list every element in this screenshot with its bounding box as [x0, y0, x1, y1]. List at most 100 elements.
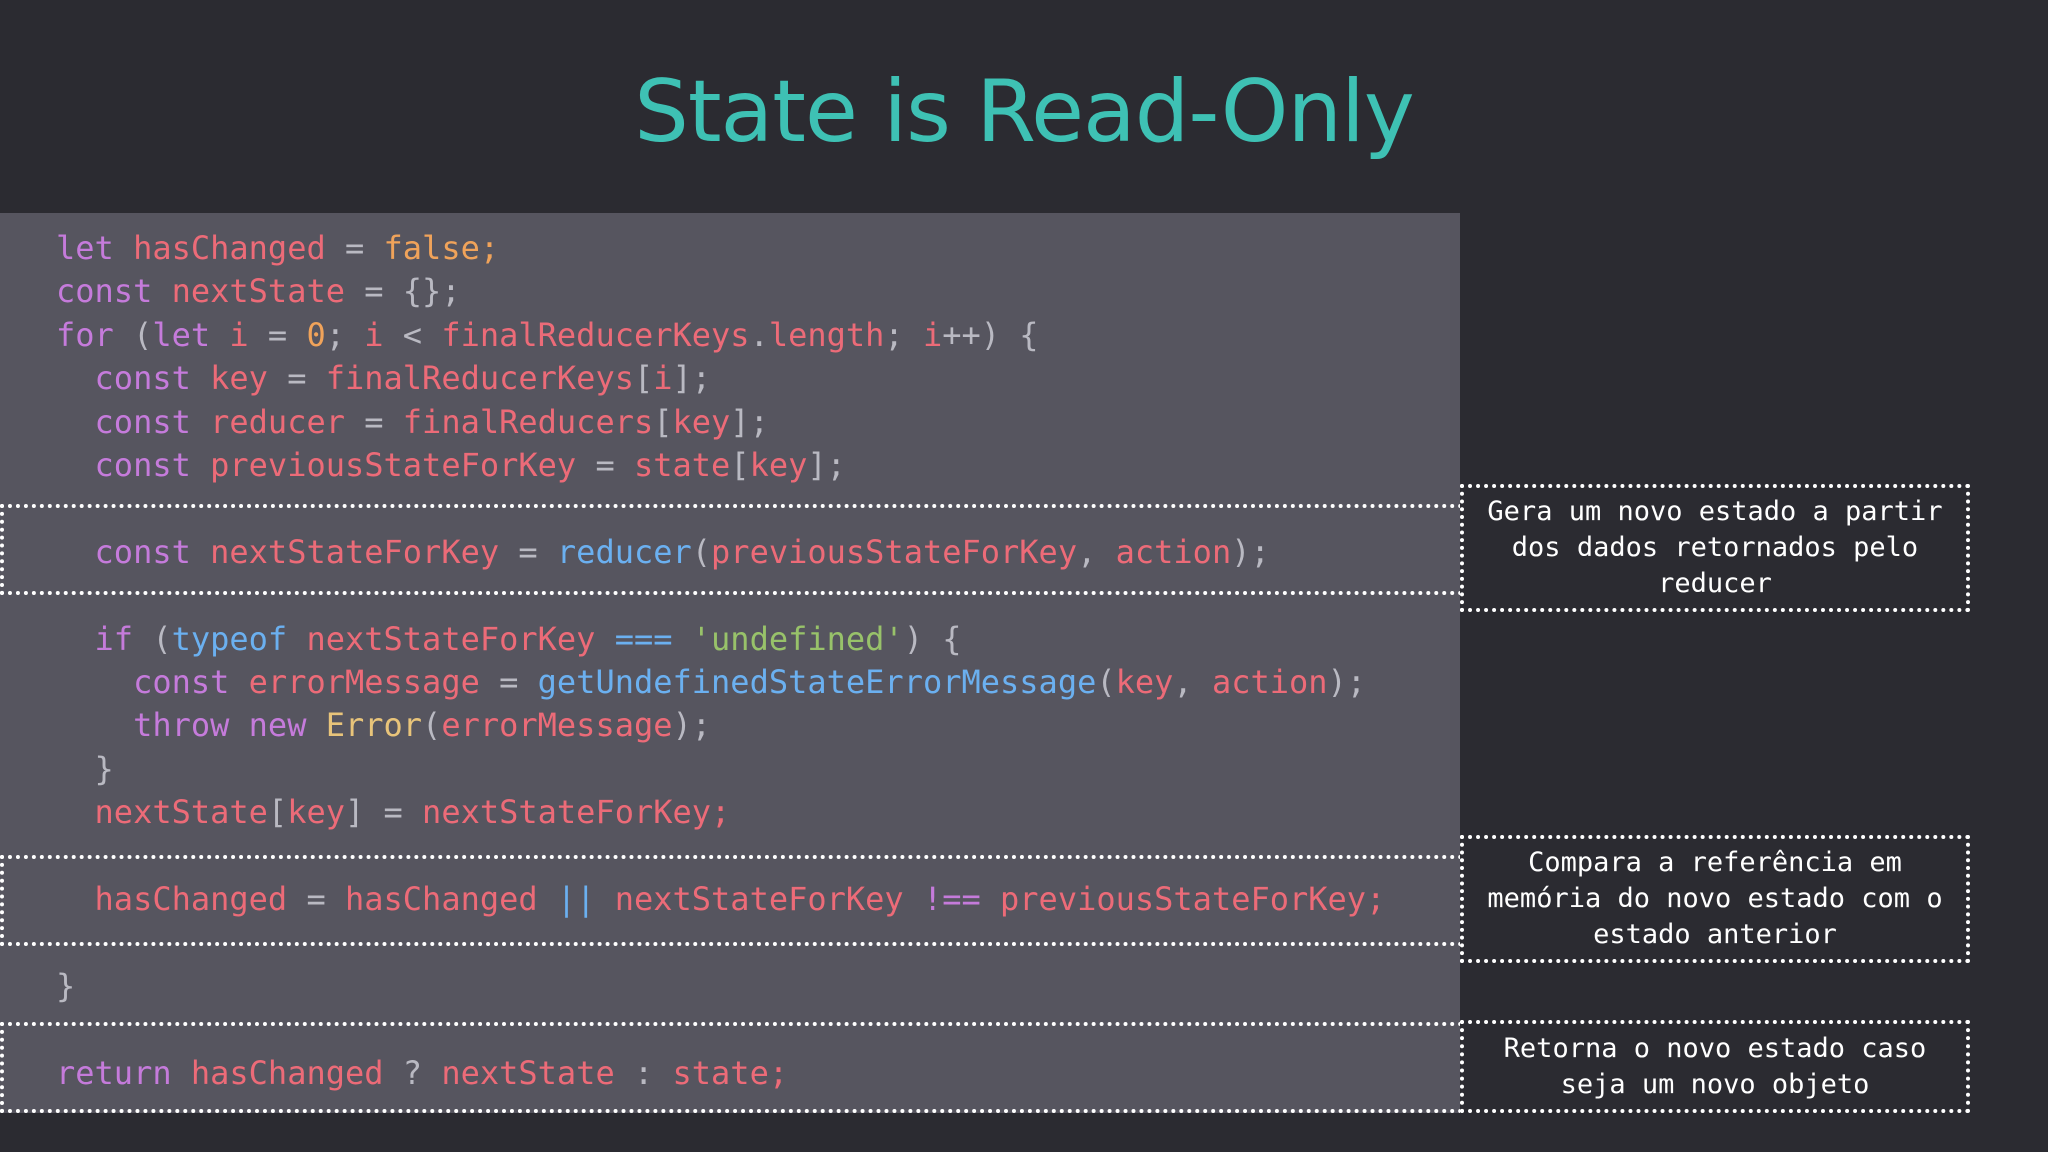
- code-token: );: [1327, 663, 1367, 701]
- code-token: action: [1211, 663, 1328, 701]
- slide-title: State is Read-Only: [634, 62, 1415, 162]
- code-token: let: [152, 315, 230, 354]
- code-token: i: [922, 315, 943, 354]
- code-token: nextStateForKey: [614, 880, 904, 918]
- code-token: nextStateForKey: [306, 619, 596, 658]
- note-return-state-text: Retorna o novo estado caso seja um novo …: [1503, 1032, 1927, 1100]
- code-token: =: [479, 663, 538, 701]
- code-token: const: [133, 663, 249, 701]
- code-token: ?: [383, 1053, 442, 1092]
- code-line: const nextStateForKey = reducer(previous…: [56, 531, 1270, 574]
- code-line: }: [56, 965, 75, 1008]
- code-token: finalReducers: [402, 402, 654, 441]
- code-token: errorMessage: [248, 663, 480, 701]
- code-token: finalReducerKeys: [441, 315, 750, 354]
- code-token: [: [267, 793, 288, 832]
- code-token: false: [383, 229, 480, 267]
- code-token: if: [94, 619, 153, 658]
- code-token: hasChanged: [344, 880, 538, 918]
- code-token: hasChanged: [94, 880, 288, 918]
- code-token: state: [672, 1053, 769, 1092]
- code-token: hasChanged: [133, 229, 326, 267]
- code-token: const: [94, 446, 211, 484]
- code-token: const: [56, 272, 172, 311]
- code-line: return hasChanged ? nextState : state;: [56, 1052, 788, 1095]
- code-token: (: [691, 532, 712, 571]
- code-line: const previousStateForKey = state[key];: [56, 444, 846, 487]
- code-token: finalReducerKeys: [325, 359, 634, 398]
- highlight-has-changed: [0, 855, 1464, 946]
- note-compare-reference-text: Compara a referência em memória do novo …: [1487, 847, 1943, 950]
- code-token: typeof: [171, 619, 307, 658]
- code-token: [56, 403, 95, 441]
- code-token: reducer: [210, 402, 345, 441]
- code-token: ) {: [903, 619, 962, 658]
- code-line: const key = finalReducerKeys[i];: [56, 357, 712, 400]
- code-token: [: [653, 402, 673, 441]
- code-token: .: [749, 315, 769, 354]
- code-token: getUndefinedStateErrorMessage: [537, 663, 1097, 701]
- code-token: (: [422, 706, 442, 745]
- code-token: ];: [672, 359, 712, 398]
- code-line: nextState[key] = nextStateForKey;: [56, 791, 731, 834]
- note-new-state-text: Gera um novo estado a partir dos dados r…: [1487, 496, 1943, 599]
- code-token: nextStateForKey: [210, 532, 500, 571]
- code-token: =: [325, 229, 384, 267]
- code-line: }: [56, 748, 114, 791]
- code-token: nextStateForKey: [422, 793, 712, 832]
- code-token: i: [653, 359, 673, 398]
- code-token: previousStateForKey: [1000, 880, 1367, 918]
- code-token: for: [56, 315, 134, 354]
- code-token: const: [94, 532, 211, 571]
- code-token: [: [730, 446, 750, 484]
- code-token: =: [499, 532, 557, 571]
- code-line: for (let i = 0; i < finalReducerKeys.len…: [56, 314, 1039, 357]
- code-token: key: [1115, 663, 1174, 701]
- code-token: hasChanged: [190, 1053, 384, 1092]
- code-token: [: [633, 359, 654, 398]
- note-compare-reference: Compara a referência em memória do novo …: [1460, 835, 1970, 963]
- code-token: reducer: [556, 532, 692, 571]
- code-token: nextState: [441, 1053, 615, 1092]
- code-token: =: [267, 359, 326, 398]
- code-token: key: [672, 402, 731, 441]
- code-token: ,: [1173, 663, 1212, 701]
- code-token: ;: [479, 229, 500, 267]
- code-token: state: [633, 446, 731, 484]
- code-token: key: [210, 359, 268, 398]
- code-block: [0, 213, 1460, 1113]
- code-token: i: [229, 315, 249, 354]
- code-token: action: [1115, 532, 1232, 571]
- code-token: [56, 620, 95, 658]
- code-token: nextState: [171, 272, 345, 311]
- code-token: previousStateForKey: [711, 532, 1078, 571]
- code-token: =: [287, 880, 345, 918]
- code-token: ||: [537, 880, 615, 918]
- code-token: );: [672, 706, 712, 745]
- code-token: length: [768, 315, 885, 354]
- code-token: ,: [1077, 532, 1116, 571]
- code-token: return: [56, 1053, 191, 1092]
- code-token: errorMessage: [441, 706, 673, 745]
- code-token: );: [1231, 532, 1270, 571]
- code-token: key: [749, 446, 808, 484]
- code-line: let hasChanged = false;: [56, 227, 499, 270]
- code-token: nextState: [94, 793, 268, 832]
- code-token: ];: [807, 446, 846, 484]
- code-token: [56, 793, 95, 831]
- code-token: (: [152, 619, 172, 658]
- code-token: !==: [903, 880, 1001, 918]
- code-token: previousStateForKey: [210, 446, 577, 484]
- code-token: ;: [768, 1053, 789, 1092]
- code-token: =: [248, 315, 307, 354]
- code-token: [56, 663, 133, 701]
- code-token: ++) {: [942, 315, 1039, 354]
- note-new-state: Gera um novo estado a partir dos dados r…: [1460, 484, 1970, 612]
- code-line: if (typeof nextStateForKey === 'undefine…: [56, 618, 962, 661]
- code-token: = {};: [344, 272, 461, 311]
- code-line: const reducer = finalReducers[key];: [56, 401, 769, 444]
- code-token: ];: [730, 402, 769, 441]
- code-token: }: [56, 966, 76, 1005]
- code-line: throw new Error(errorMessage);: [56, 704, 711, 747]
- code-line: const errorMessage = getUndefinedStateEr…: [56, 661, 1366, 704]
